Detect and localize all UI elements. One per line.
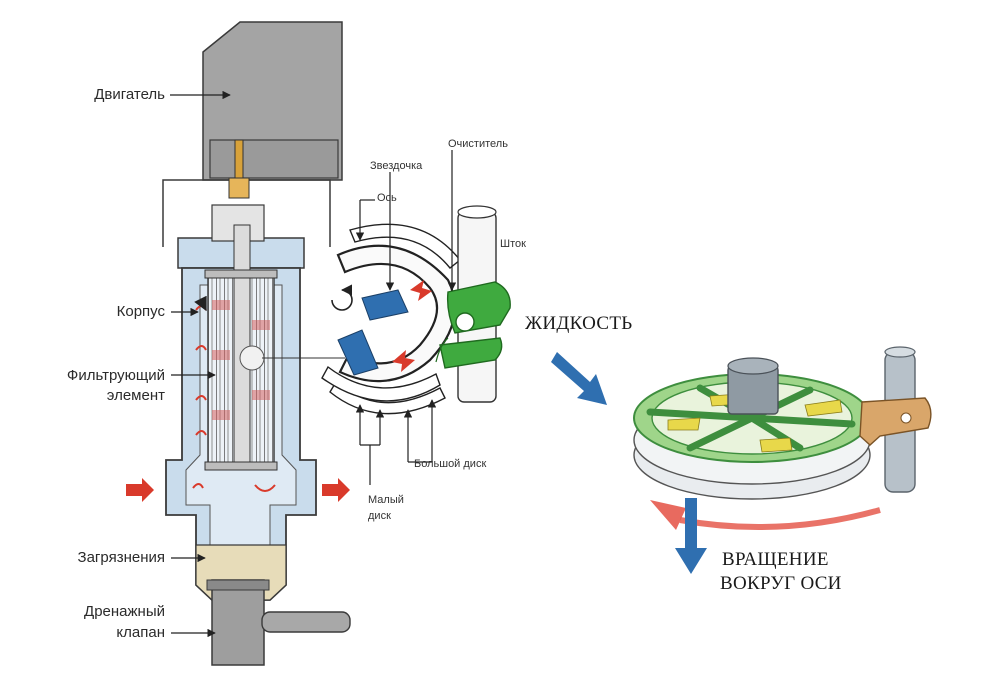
rotation-arrow [650, 500, 881, 531]
rotation-label-line2: ВОКРУГ ОСИ [720, 573, 842, 594]
small-disk-label-line2: диск [368, 510, 391, 522]
motor-label: Двигатель [94, 86, 165, 103]
small-disk-label-line1: Малый [368, 494, 404, 506]
detail-leaders [355, 150, 457, 485]
drain-label-line1: Дренажный [84, 603, 165, 620]
motor [202, 21, 343, 181]
body-label: Корпус [116, 303, 165, 320]
motor-bracket [162, 139, 331, 247]
label-leaders [170, 90, 231, 638]
rod-label: Шток [500, 238, 526, 250]
cleaner-detail [321, 205, 511, 415]
drain-label-line2: клапан [116, 624, 165, 641]
fluid-arrow [551, 352, 607, 405]
fluid-label: ЖИДКОСТЬ [525, 313, 633, 334]
big-disk-label: Большой диск [414, 458, 487, 470]
contamination-label: Загрязнения [77, 549, 165, 566]
filter-label-line2: элемент [106, 387, 165, 404]
cleaner-label: Очиститель [448, 138, 508, 150]
filter-element [204, 224, 278, 471]
axis-label: Ось [377, 192, 397, 204]
rotating-disk [633, 346, 932, 500]
filter-label-line1: Фильтрующий [66, 367, 165, 384]
rotation-label-line1: ВРАЩЕНИЕ [722, 549, 829, 570]
inlet-arrow [126, 478, 154, 502]
outlet-arrow [322, 478, 350, 502]
down-arrow [675, 498, 707, 574]
internal-flow-arrows [192, 295, 276, 492]
drain-valve [206, 579, 351, 666]
sprocket-label: Звездочка [370, 160, 423, 172]
